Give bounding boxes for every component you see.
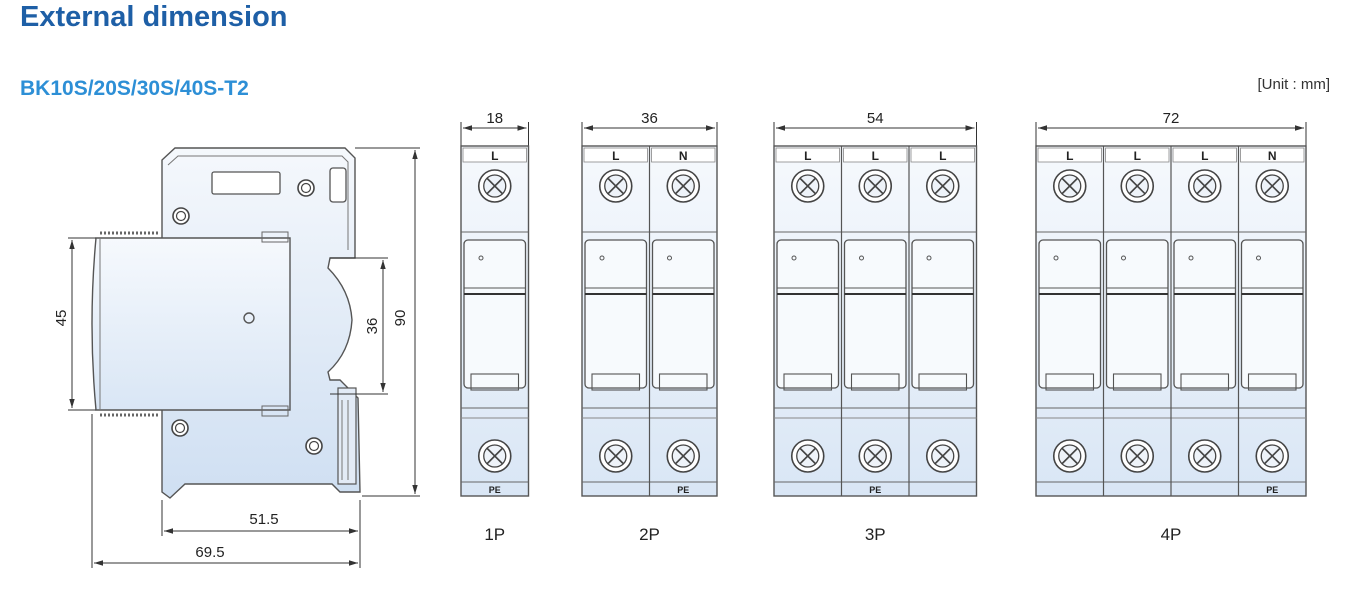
cartridge bbox=[843, 239, 907, 389]
front-views: 18L PE 1P 36L N PE 2P 54L L L PE 3P 72L L L N PE 4P bbox=[460, 110, 1307, 544]
terminal-screw-icon bbox=[1255, 439, 1290, 473]
pe-label: PE bbox=[489, 485, 501, 495]
terminal-screw-icon bbox=[1187, 169, 1222, 203]
terminal-screw-icon bbox=[666, 169, 701, 203]
indicator-dot bbox=[1188, 255, 1194, 261]
dim-90-label: 90 bbox=[392, 310, 409, 327]
cartridge bbox=[463, 239, 527, 389]
terminal-screw-icon bbox=[598, 169, 633, 203]
model-subtitle: BK10S/20S/30S/40S-T2 bbox=[20, 77, 249, 100]
terminal-screw-icon bbox=[925, 169, 960, 203]
terminal-screw-icon bbox=[598, 439, 633, 473]
variant-4p: 72L L L N PE 4P bbox=[1035, 110, 1307, 544]
dim-36-label: 36 bbox=[364, 318, 381, 335]
indicator-dot bbox=[667, 255, 672, 261]
indicator-dot bbox=[478, 255, 484, 261]
cartridge bbox=[1105, 239, 1169, 389]
pole-label: L bbox=[872, 149, 879, 163]
pole-label: L bbox=[939, 149, 946, 163]
pole-label: N bbox=[679, 149, 688, 163]
terminal-screw-icon bbox=[790, 439, 825, 473]
variant-3p: 54L L L PE 3P bbox=[773, 110, 978, 544]
terminal-screw-icon bbox=[666, 439, 701, 473]
side-window bbox=[211, 171, 281, 195]
indicator-dot bbox=[1053, 255, 1059, 261]
pole-label: N bbox=[1268, 149, 1277, 163]
terminal-screw-icon bbox=[1187, 439, 1222, 473]
width-dimension-label: 18 bbox=[486, 110, 503, 127]
page-title: External dimension bbox=[20, 1, 288, 33]
side-screw bbox=[171, 419, 189, 437]
side-screw bbox=[305, 437, 323, 455]
terminal-screw-icon bbox=[477, 439, 512, 473]
terminal-screw-icon bbox=[1052, 169, 1087, 203]
pe-label: PE bbox=[677, 485, 689, 495]
terminal-screw-icon bbox=[858, 439, 893, 473]
dim-45-label: 45 bbox=[53, 310, 70, 327]
variant-2p: 36L N PE 2P bbox=[581, 110, 718, 544]
pe-label: PE bbox=[869, 485, 881, 495]
terminal-screw-icon bbox=[925, 439, 960, 473]
terminal-screw-icon bbox=[790, 169, 825, 203]
indicator-dot bbox=[926, 255, 932, 261]
unit-label: [Unit : mm] bbox=[1257, 76, 1330, 93]
cartridge bbox=[584, 239, 648, 389]
dim-51-5-label: 51.5 bbox=[249, 511, 278, 528]
pole-label: L bbox=[1066, 149, 1073, 163]
variant-name-label: 1P bbox=[484, 525, 505, 544]
indicator-dot bbox=[1121, 255, 1126, 261]
width-dimension-label: 36 bbox=[641, 110, 658, 127]
cartridge bbox=[1240, 239, 1304, 389]
dim-69-5-label: 69.5 bbox=[195, 544, 224, 561]
pe-label: PE bbox=[1266, 485, 1278, 495]
terminal-screw-icon bbox=[1052, 439, 1087, 473]
width-dimension-label: 72 bbox=[1163, 110, 1180, 127]
pole-label: L bbox=[1134, 149, 1141, 163]
indicator-dot bbox=[859, 255, 864, 261]
cartridge bbox=[776, 239, 840, 389]
cartridge bbox=[911, 239, 975, 389]
side-screw bbox=[297, 179, 315, 197]
width-dimension-label: 54 bbox=[867, 110, 884, 127]
cartridge bbox=[1038, 239, 1102, 389]
pole-label: L bbox=[804, 149, 811, 163]
variant-name-label: 4P bbox=[1161, 525, 1182, 544]
terminal-screw-icon bbox=[1120, 169, 1155, 203]
variant-name-label: 3P bbox=[865, 525, 886, 544]
cartridge bbox=[651, 239, 715, 389]
variant-name-label: 2P bbox=[639, 525, 660, 544]
side-screw bbox=[172, 207, 190, 225]
cartridge bbox=[1173, 239, 1237, 389]
indicator-dot bbox=[791, 255, 797, 261]
indicator-dot bbox=[599, 255, 605, 261]
side-cartridge bbox=[91, 237, 291, 411]
variant-1p: 18L PE 1P bbox=[460, 110, 530, 544]
terminal-screw-icon bbox=[477, 169, 512, 203]
terminal-screw-icon bbox=[1255, 169, 1290, 203]
pole-label: L bbox=[1201, 149, 1208, 163]
side-view: 45 36 90 51.5 69.5 bbox=[53, 147, 420, 568]
terminal-screw-icon bbox=[1120, 439, 1155, 473]
terminal-screw-icon bbox=[858, 169, 893, 203]
indicator-dot bbox=[1256, 255, 1261, 261]
pole-label: L bbox=[491, 149, 498, 163]
pole-label: L bbox=[612, 149, 619, 163]
